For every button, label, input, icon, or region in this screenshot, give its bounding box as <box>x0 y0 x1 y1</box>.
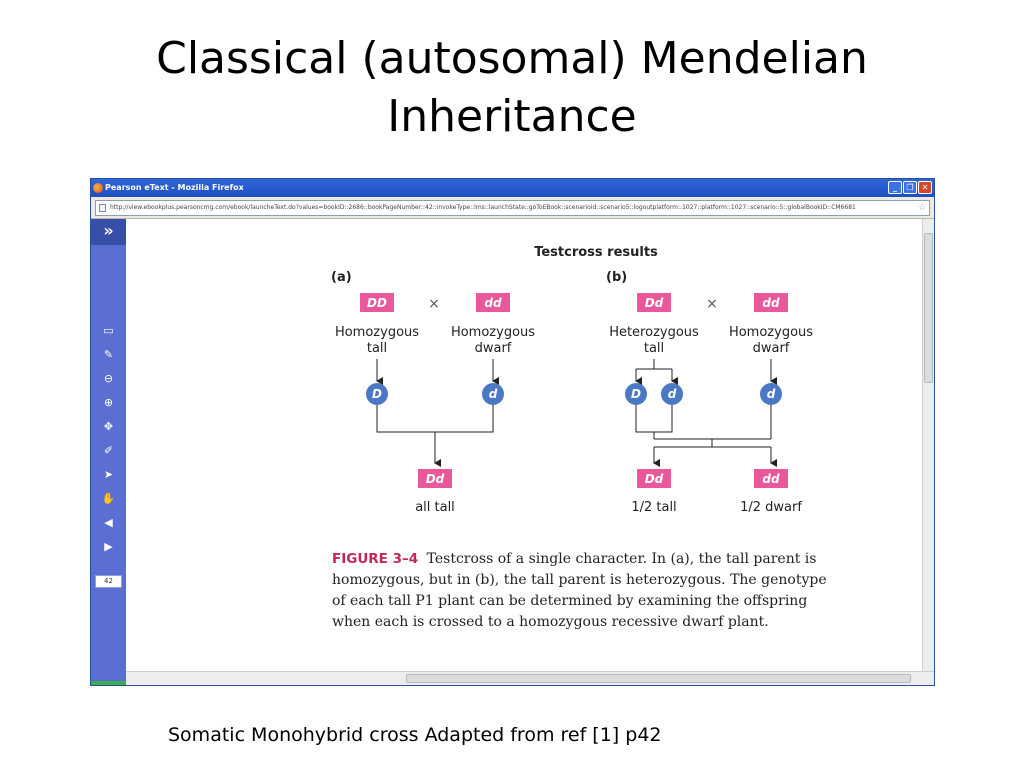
figure-caption-text: Testcross of a single character. In (a),… <box>332 551 827 630</box>
horizontal-scrollbar[interactable] <box>126 671 934 685</box>
expand-icon[interactable]: » <box>91 219 126 245</box>
horizontal-scroll-thumb[interactable] <box>406 674 911 683</box>
genotype-box-a-parent2 <box>476 293 510 312</box>
monitor-icon[interactable]: ▭ <box>103 324 114 337</box>
genotype-box-b-parent2 <box>754 293 788 312</box>
cross-symbol-b: × <box>706 296 718 312</box>
previous-page-icon[interactable]: ◀ <box>104 516 113 529</box>
genotype-box-b-offspring2 <box>754 469 788 488</box>
phenotype-b-parent2-line1: Homozygous <box>729 325 813 340</box>
wrench-icon[interactable]: ✎ <box>103 348 114 361</box>
gamete-b3: d <box>767 387 776 401</box>
genotype-box-b-offspring1 <box>637 469 671 488</box>
vertical-scroll-thumb[interactable] <box>924 233 933 383</box>
navigation-bar: http://view.ebookplus.pearsoncmg.com/ebo… <box>91 197 934 219</box>
genotype-b-parent2: dd <box>762 296 780 310</box>
ebook-toolbar: » ▭ ✎ ⊖ ⊕ ✥ ✐ ➤ ✋ ◀ ▶ 42 <box>91 219 126 685</box>
offspring-b2-label: 1/2 dwarf <box>740 500 802 515</box>
highlighter-icon[interactable]: ✐ <box>103 444 114 457</box>
genotype-b-offspring2: dd <box>762 472 780 486</box>
offspring-a-label: all tall <box>415 500 455 515</box>
fit-page-icon[interactable]: ✥ <box>103 420 114 433</box>
testcross-figure: Testcross results (a) DD × dd Homozygous… <box>331 245 813 515</box>
maximize-button[interactable]: ❐ <box>903 181 917 194</box>
sidebar-status-strip <box>91 681 126 685</box>
panel-a-label: (a) <box>331 270 352 285</box>
gamete-circle-b2 <box>661 383 683 405</box>
phenotype-b-parent1-line1: Heterozygous <box>609 325 699 340</box>
window-titlebar[interactable]: Pearson eText - Mozilla Firefox _ ❐ ✕ <box>91 179 934 197</box>
figure-caption-label: FIGURE 3–4 <box>332 551 419 567</box>
gamete-circle-a2 <box>482 383 504 405</box>
slide-title-line1: Classical (autosomal) Mendelian <box>156 33 868 84</box>
phenotype-a-parent1-line1: Homozygous <box>335 325 419 340</box>
slide-title-line2: Inheritance <box>387 91 637 142</box>
offspring-b1-label: 1/2 tall <box>631 500 676 515</box>
join-line-b1 <box>635 405 673 433</box>
gamete-circle-b3 <box>760 383 782 405</box>
window-title: Pearson eText - Mozilla Firefox <box>105 183 244 192</box>
genotype-box-a-parent1 <box>360 293 394 312</box>
pointer-icon[interactable]: ➤ <box>103 468 114 481</box>
hand-icon[interactable]: ✋ <box>101 492 116 505</box>
figure-title: Testcross results <box>534 245 658 260</box>
phenotype-a-parent2-line2: dwarf <box>475 341 512 356</box>
zoom-in-icon[interactable]: ⊕ <box>103 396 114 409</box>
firefox-icon <box>93 183 103 193</box>
genotype-a-parent1: DD <box>367 296 387 310</box>
browser-window: Pearson eText - Mozilla Firefox _ ❐ ✕ ht… <box>90 178 935 686</box>
close-button[interactable]: ✕ <box>918 181 932 194</box>
gamete-b2: d <box>668 387 677 401</box>
gamete-a1: D <box>372 387 382 401</box>
join-line-a <box>376 405 494 433</box>
figure-caption: FIGURE 3–4 Testcross of a single charact… <box>332 549 832 633</box>
genotype-box-a-offspring <box>418 469 452 488</box>
cross-symbol-a: × <box>428 296 440 312</box>
gamete-circle-a1 <box>366 383 388 405</box>
slide-title: Classical (autosomal) Mendelian Inherita… <box>0 30 1024 146</box>
next-page-icon[interactable]: ▶ <box>104 540 113 553</box>
gamete-b1: D <box>631 387 641 401</box>
phenotype-a-parent1-line2: tall <box>367 341 387 356</box>
minimize-button[interactable]: _ <box>888 181 902 194</box>
genotype-b-offspring1: Dd <box>645 472 664 486</box>
gamete-circle-b1 <box>625 383 647 405</box>
genotype-box-b-parent1 <box>637 293 671 312</box>
url-text: http://view.ebookplus.pearsoncmg.com/ebo… <box>110 204 856 211</box>
vertical-scrollbar[interactable] <box>922 219 934 671</box>
genotype-a-offspring: Dd <box>426 472 445 486</box>
phenotype-b-parent1-line2: tall <box>644 341 664 356</box>
genotype-a-parent2: dd <box>484 296 502 310</box>
zoom-out-icon[interactable]: ⊖ <box>103 372 114 385</box>
gamete-a2: d <box>489 387 498 401</box>
slide-caption: Somatic Monohybrid cross Adapted from re… <box>168 724 662 746</box>
page-number-field[interactable]: 42 <box>95 575 122 588</box>
url-field[interactable]: http://view.ebookplus.pearsoncmg.com/ebo… <box>95 200 930 216</box>
bookmark-star-icon[interactable]: ☆ <box>917 203 926 213</box>
page-icon <box>99 204 106 212</box>
ebook-page: Testcross results (a) DD × dd Homozygous… <box>126 219 923 671</box>
window-controls: _ ❐ ✕ <box>888 181 932 194</box>
phenotype-b-parent2-line2: dwarf <box>753 341 790 356</box>
panel-b-label: (b) <box>606 270 627 285</box>
genotype-b-parent1: Dd <box>645 296 664 310</box>
phenotype-a-parent2-line1: Homozygous <box>451 325 535 340</box>
